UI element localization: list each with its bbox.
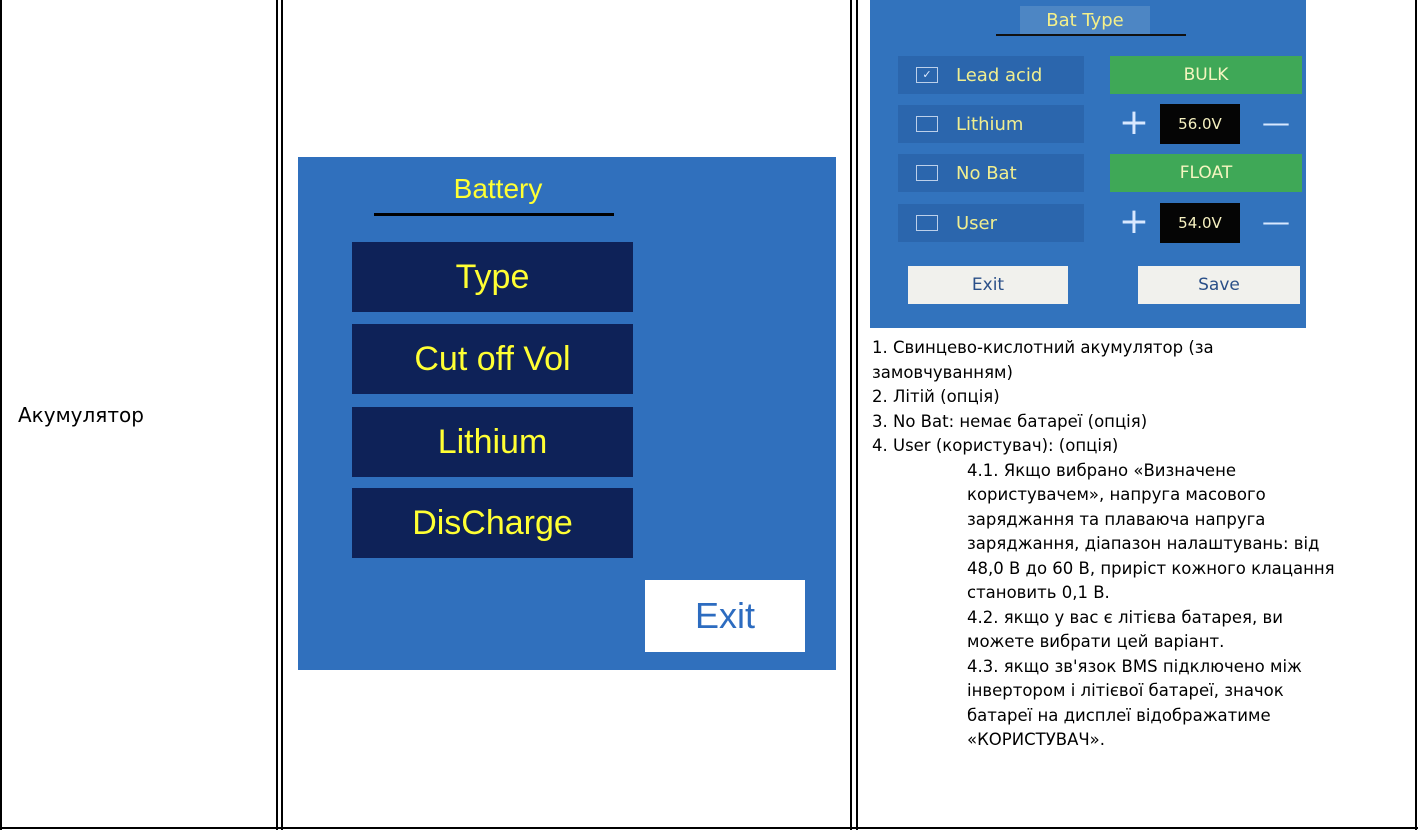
battery-title: Battery (453, 173, 543, 204)
title-underline (374, 213, 614, 216)
note-line: 3. No Bat: немає батареї (опція) (872, 411, 1148, 431)
sub-note-line: заряджання та плаваюча напруга (967, 509, 1266, 529)
sub-note-line: інвертором і літієвої батареї, значок (967, 681, 1284, 700)
row-label: Акумулятор (18, 403, 144, 427)
sub-note-line: 4.2. якщо у вас є літієва батарея, ви (967, 607, 1283, 627)
bulk-label: BULK (1110, 56, 1302, 94)
sub-note-line: заряджання, діапазон налаштувань: від (967, 534, 1320, 553)
sub-note-line: 4.3. якщо зв'язок BMS підключено між (967, 656, 1302, 676)
table-border-bottom (0, 827, 1418, 829)
sub-note-line: можете вибрати цей варіант. (967, 632, 1225, 651)
option-label: Lead acid (956, 64, 1043, 86)
table-divider-3 (850, 0, 852, 830)
lithium-button[interactable]: Lithium (352, 407, 633, 477)
table-divider-1 (276, 0, 278, 830)
notes-text: 1. Свинцево-кислотний акумулятор (за зам… (872, 336, 1412, 753)
note-line: 4. User (користувач): (опція) (872, 436, 1119, 455)
option-lithium[interactable]: Lithium (898, 105, 1084, 143)
bat-type-title: Bat Type (1020, 6, 1150, 34)
type-button[interactable]: Type (352, 242, 633, 312)
exit-button[interactable]: Exit (908, 266, 1068, 304)
discharge-button[interactable]: DisCharge (352, 488, 633, 558)
option-lead-acid[interactable]: ✓ Lead acid (898, 56, 1084, 94)
option-label: Lithium (956, 113, 1024, 135)
sub-note-line: становить 0,1 В. (967, 583, 1110, 602)
note-line: 1. Свинцево-кислотний акумулятор (за (872, 338, 1214, 357)
checkbox-icon[interactable] (916, 165, 938, 181)
bulk-voltage-value: 56.0V (1160, 104, 1240, 144)
checkbox-icon[interactable] (916, 116, 938, 132)
battery-screen: Battery Type Cut off Vol Lithium DisChar… (298, 157, 836, 670)
checkbox-icon[interactable] (916, 215, 938, 231)
note-line: замовчуванням) (872, 362, 1013, 382)
save-button[interactable]: Save (1138, 266, 1300, 304)
table-divider-2 (281, 0, 283, 830)
float-increase-button[interactable]: + (1118, 201, 1150, 242)
option-label: User (956, 212, 998, 234)
sub-note-line: «КОРИСТУВАЧ». (967, 730, 1106, 749)
title-underline (996, 34, 1186, 36)
float-decrease-button[interactable]: — (1262, 205, 1290, 238)
table-border-right (1415, 0, 1417, 830)
exit-button[interactable]: Exit (645, 580, 805, 652)
option-no-bat[interactable]: No Bat (898, 154, 1084, 192)
sub-note-line: батареї на дисплеї відображатиме (967, 705, 1271, 725)
table-divider-4 (856, 0, 858, 830)
sub-note-line: 48,0 В до 60 В, приріст кожного клацання (967, 558, 1335, 578)
bulk-decrease-button[interactable]: — (1262, 106, 1290, 139)
cut-off-vol-button[interactable]: Cut off Vol (352, 324, 633, 394)
sub-note-line: користувачем», напруга масового (967, 485, 1266, 504)
checkbox-checked-icon[interactable]: ✓ (916, 67, 938, 83)
bat-type-screen: Bat Type ✓ Lead acid Lithium No Bat User… (870, 0, 1306, 328)
note-line: 2. Літій (опція) (872, 387, 1000, 406)
float-voltage-value: 54.0V (1160, 203, 1240, 243)
sub-note-line: 4.1. Якщо вибрано «Визначене (967, 460, 1237, 480)
table-border-left (0, 0, 2, 830)
option-user[interactable]: User (898, 204, 1084, 242)
option-label: No Bat (956, 162, 1017, 184)
bulk-increase-button[interactable]: + (1118, 102, 1150, 143)
float-label: FLOAT (1110, 154, 1302, 192)
